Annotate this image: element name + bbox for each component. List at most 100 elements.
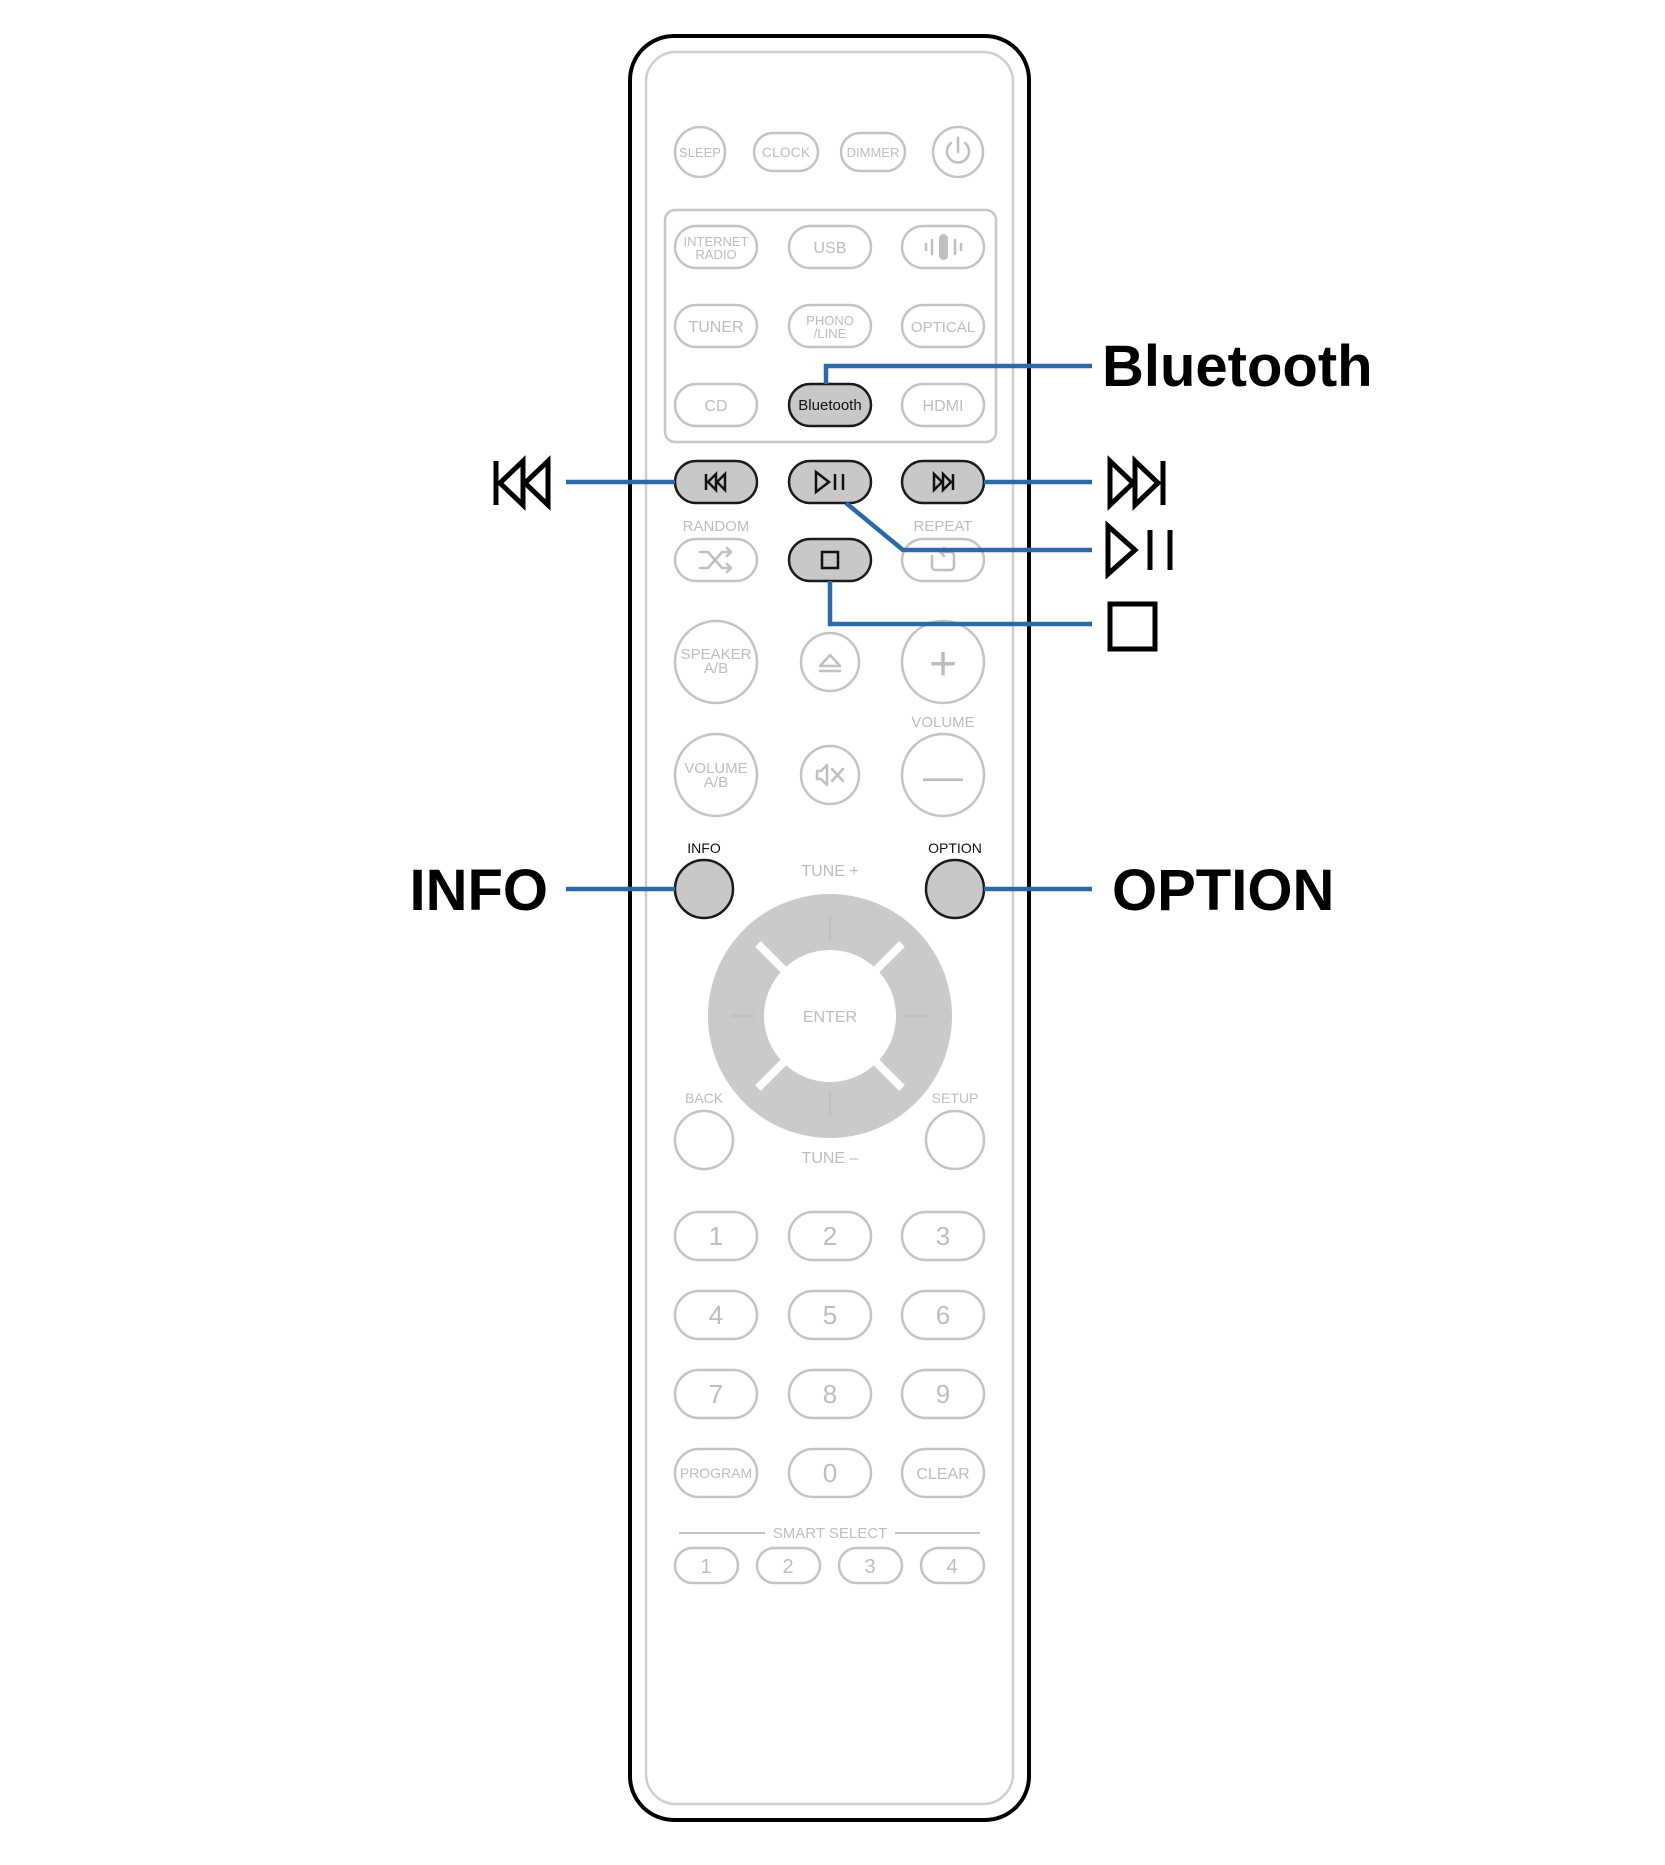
num-2-button[interactable]: 2 [787,1210,873,1262]
num-8-label: 8 [823,1379,837,1409]
enter-button[interactable]: ENTER [768,954,892,1078]
stop-icon [820,550,840,570]
num-7-button[interactable]: 7 [673,1368,759,1420]
repeat-label: REPEAT [914,518,973,535]
volume-ab-label-1: VOLUME [684,760,747,777]
info-callout: INFO [409,858,548,923]
smart-select-2-label: 2 [782,1556,793,1578]
num-9-label: 9 [936,1379,950,1409]
stop-leader-line [827,581,1092,627]
power-icon [945,136,971,164]
smart-select-3-label: 3 [864,1556,875,1578]
skip-back-callout-icon [493,455,551,511]
back-button[interactable] [673,1109,735,1171]
option-button-label: OPTION [928,840,982,856]
line-label: /LINE [814,326,847,341]
heos-icon [924,234,963,260]
hdmi-button[interactable]: HDMI [900,382,986,428]
num-0-label: 0 [823,1458,837,1488]
phono-label: PHONO [806,313,854,328]
skip-forward-icon [932,470,955,494]
internet-radio-button[interactable]: INTERNET RADIO [673,224,759,270]
num-6-button[interactable]: 6 [900,1289,986,1341]
random-button[interactable] [673,537,759,583]
volume-ab-button[interactable]: VOLUME A/B [673,732,759,818]
smart-select-3-button[interactable]: 3 [837,1546,904,1585]
play-pause-leader-line [844,501,1092,553]
mute-icon [815,763,845,787]
num-8-button[interactable]: 8 [787,1368,873,1420]
option-callout: OPTION [1112,858,1334,923]
sleep-label: SLEEP [679,145,721,160]
skip-forward-button[interactable] [900,459,986,505]
num-3-button[interactable]: 3 [900,1210,986,1262]
volume-plus-label: + [929,638,957,691]
random-label: RANDOM [683,518,750,535]
speaker-label: SPEAKER [681,646,752,663]
num-5-button[interactable]: 5 [787,1289,873,1341]
power-button[interactable] [931,125,985,179]
clear-label: CLEAR [916,1466,969,1483]
usb-button[interactable]: USB [787,224,873,270]
internet-radio-label-2: RADIO [695,247,736,262]
bluetooth-leader-line [823,363,1092,384]
bluetooth-button[interactable]: Bluetooth [787,382,873,428]
num-4-button[interactable]: 4 [673,1289,759,1341]
stop-callout-icon [1107,601,1158,652]
num-0-button[interactable]: 0 [787,1447,873,1499]
mute-button[interactable] [799,744,861,806]
smart-select-1-button[interactable]: 1 [673,1546,740,1585]
optical-button[interactable]: OPTICAL [900,303,986,349]
num-6-label: 6 [936,1300,950,1330]
smart-select-2-button[interactable]: 2 [755,1546,822,1585]
play-pause-button[interactable] [787,459,873,505]
setup-button[interactable] [924,1109,986,1171]
enter-label: ENTER [803,1009,857,1026]
setup-label: SETUP [932,1090,979,1106]
numpad: 1 2 3 4 5 6 7 8 9 PROGRAM 0 CLEAR [673,1210,986,1499]
num-2-label: 2 [823,1221,837,1251]
option-button[interactable] [924,858,986,920]
num-9-button[interactable]: 9 [900,1368,986,1420]
num-1-button[interactable]: 1 [673,1210,759,1262]
eject-button[interactable] [799,631,861,693]
info-button[interactable] [673,858,735,920]
num-3-label: 3 [936,1221,950,1251]
repeat-button[interactable] [900,537,986,583]
smart-select-4-label: 4 [946,1556,957,1578]
eject-icon [818,653,842,673]
skip-forward-callout-icon [1107,455,1166,511]
program-button[interactable]: PROGRAM [673,1447,759,1499]
info-button-label: INFO [687,840,721,856]
phono-line-button[interactable]: PHONO /LINE [787,303,873,349]
cd-label: CD [704,398,727,415]
volume-down-button[interactable]: — [900,732,986,818]
play-pause-callout-icon [1105,520,1173,580]
num-7-label: 7 [709,1379,723,1409]
shuffle-icon [698,546,733,574]
speaker-ab-label: A/B [704,660,728,677]
optical-label: OPTICAL [911,319,975,336]
clock-button[interactable]: CLOCK [752,131,820,173]
hdmi-label: HDMI [923,398,964,415]
sleep-button[interactable]: SLEEP [673,125,727,179]
back-label: BACK [685,1090,724,1106]
source-panel [663,208,998,444]
volume-ab-label-2: A/B [704,774,728,791]
program-label: PROGRAM [680,1465,752,1481]
stop-button[interactable] [787,537,873,583]
volume-up-button[interactable]: + [900,619,986,705]
cd-button[interactable]: CD [673,382,759,428]
bluetooth-callout: Bluetooth [1102,334,1373,399]
speaker-ab-button[interactable]: SPEAKER A/B [673,619,759,705]
usb-label: USB [814,240,847,257]
clear-button[interactable]: CLEAR [900,1447,986,1499]
dimmer-button[interactable]: DIMMER [839,131,907,173]
clock-label: CLOCK [762,144,811,160]
smart-select-4-button[interactable]: 4 [919,1546,986,1585]
tuner-button[interactable]: TUNER [673,303,759,349]
bluetooth-label: Bluetooth [798,397,861,414]
skip-back-button[interactable] [673,459,759,505]
tune-plus-label: TUNE + [801,863,858,880]
heos-button[interactable] [900,224,986,270]
